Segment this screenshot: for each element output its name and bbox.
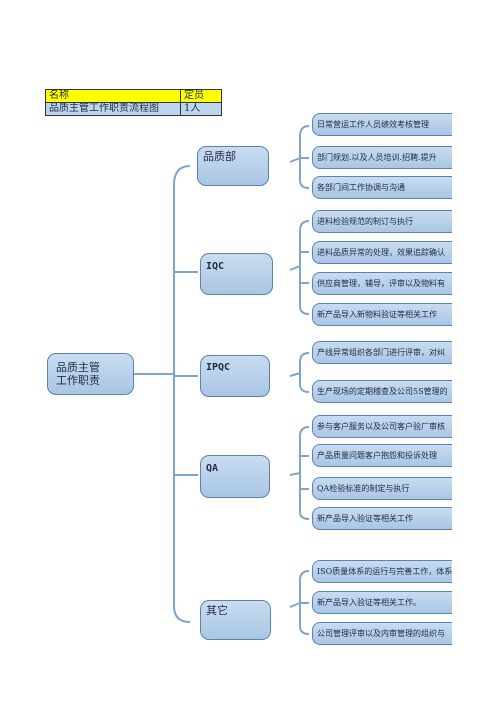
bracket-pinzhibu <box>289 125 310 189</box>
leaf-qa-4: 新产品导入验证等相关工作 <box>312 507 452 530</box>
bracket-qita <box>289 570 310 635</box>
leaf-iqc-1: 进料检验规范的制订与执行 <box>312 210 452 233</box>
leaf-qa-3: QA检验标准的制定与执行 <box>312 477 452 500</box>
leaf-qita-3: 公司管理评审以及内审管理的组织与 <box>312 622 452 645</box>
category-qita: 其它 <box>200 600 271 640</box>
category-qa: QA <box>200 455 270 498</box>
leaf-iqc-4: 新产品导入新物料验证等相关工作 <box>312 303 452 326</box>
header-name-title: 名称 <box>45 89 181 103</box>
leaf-qa-2: 产品质量问题客户抱怨和投诉处理 <box>312 444 452 467</box>
header-table: 名称 定员 品质主管工作职责流程图 1人 <box>45 89 222 116</box>
leaf-pinzhibu-3: 各部门间工作协调与沟通 <box>312 176 452 199</box>
leaf-iqc-2: 进料品质异常的处理，效果追踪确认 <box>312 241 452 264</box>
header-staff-value: 1人 <box>180 102 222 116</box>
leaf-qita-1: ISO质量体系的运行与完善工作，体系 <box>312 560 452 583</box>
leaf-iqc-3: 供应商管理，辅导，评审以及物料有 <box>312 272 452 295</box>
header-name-value: 品质主管工作职责流程图 <box>45 102 181 116</box>
leaf-ipqc-2: 生产现场的定期稽查及公司5S管理的 <box>312 380 452 403</box>
header-staff-title: 定员 <box>180 89 222 103</box>
leaf-qita-2: 新产品导入验证等相关工作。 <box>312 591 452 614</box>
category-ipqc: IPQC <box>200 355 270 397</box>
leaf-qa-1: 参与客户服务以及公司客户验厂审核 <box>312 415 452 438</box>
leaf-pinzhibu-2: 部门规划.以及人员培训.招聘.提升 <box>312 146 452 169</box>
bracket-qa <box>289 426 310 520</box>
bracket-ipqc <box>289 352 310 393</box>
bracket-iqc <box>289 220 310 315</box>
category-pinzhibu: 品质部 <box>197 146 269 186</box>
leaf-pinzhibu-1: 日常营运工作人员绩效考核管理 <box>312 113 452 136</box>
trunk-connector <box>173 165 191 623</box>
leaf-ipqc-1: 产线异常组织各部门进行评审，对纠 <box>312 341 452 364</box>
category-iqc: IQC <box>200 253 273 295</box>
root-node: 品质主管 工作职责 <box>47 353 134 395</box>
